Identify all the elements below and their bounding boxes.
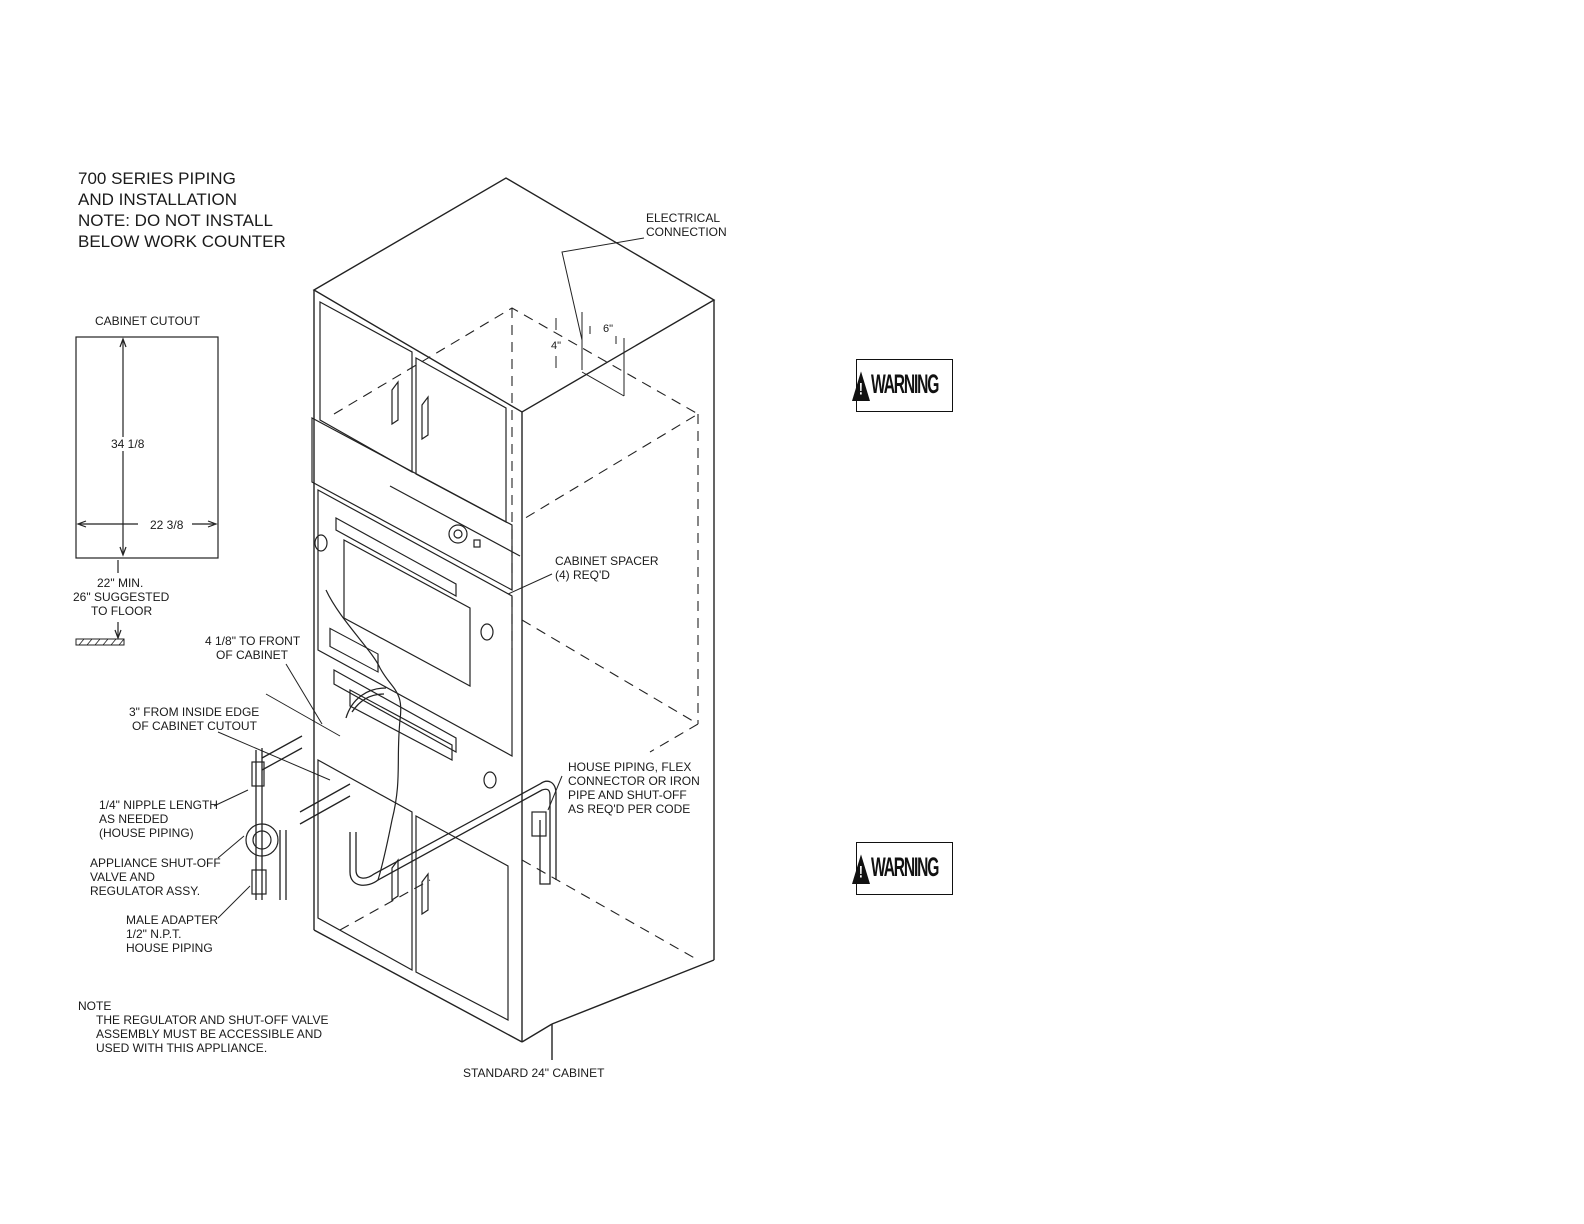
- title-line-2: AND INSTALLATION: [78, 190, 238, 209]
- regulator-body: [245, 823, 279, 857]
- front-dim-label-1: 4 1/8" TO FRONT: [205, 634, 301, 648]
- warning-triangle-icon: !: [851, 370, 870, 401]
- note-line-2: ASSEMBLY MUST BE ACCESSIBLE AND: [96, 1027, 323, 1041]
- adapter-label-1: MALE ADAPTER: [126, 913, 219, 927]
- dimension-6-label: 6": [603, 323, 614, 335]
- cabinet-spacer-label-2: (4) REQ'D: [555, 568, 610, 582]
- oven-front: [317, 488, 513, 758]
- adapter-label-3: HOUSE PIPING: [126, 941, 213, 955]
- title-line-4: BELOW WORK COUNTER: [78, 232, 286, 251]
- warning-text-top: WARNING: [870, 369, 939, 400]
- electrical-label-1: ELECTRICAL: [646, 211, 721, 225]
- house-piping-label-1: HOUSE PIPING, FLEX: [568, 760, 692, 774]
- leader-lines: [213, 237, 645, 919]
- nipple-label-1: 1/4" NIPPLE LENGTH: [99, 798, 218, 812]
- front-dim-label-2: OF CABINET: [216, 648, 289, 662]
- note-line-3: USED WITH THIS APPLIANCE.: [96, 1041, 268, 1055]
- control-panel: [311, 416, 513, 592]
- dimension-4-label: 4": [551, 340, 562, 352]
- cutout-height-label: 34 1/8: [109, 437, 147, 451]
- nipple-label-3: (HOUSE PIPING): [99, 826, 194, 840]
- cutout-rectangle: [75, 336, 219, 559]
- shutoff-label-1: APPLIANCE SHUT-OFF: [90, 856, 221, 870]
- house-piping-label-2: CONNECTOR OR IRON: [568, 774, 700, 788]
- warning-badge-top: ! WARNING: [851, 359, 953, 412]
- shutoff-label-3: REGULATOR ASSY.: [90, 884, 201, 898]
- cabinet-spacer-label-1: CABINET SPACER: [555, 554, 659, 568]
- edge-dim-label-1: 3" FROM INSIDE EDGE: [129, 705, 260, 719]
- note-heading: NOTE: [78, 999, 112, 1013]
- diagram-title: 700 SERIES PIPING AND INSTALLATION NOTE:…: [78, 168, 286, 252]
- adapter-label-2: 1/2" N.P.T.: [126, 927, 182, 941]
- note-line-1: THE REGULATOR AND SHUT-OFF VALVE: [96, 1013, 329, 1027]
- cutout-width-label: 22 3/8: [148, 518, 186, 532]
- cabinet-cutout-label: CABINET CUTOUT: [95, 314, 200, 328]
- lower-right-door: [415, 814, 509, 1021]
- oven-window: [343, 538, 471, 688]
- title-line-3: NOTE: DO NOT INSTALL: [78, 211, 273, 230]
- standard-cabinet-label: STANDARD 24" CABINET: [463, 1066, 605, 1080]
- nipple-label-2: AS NEEDED: [99, 812, 169, 826]
- house-piping-label-3: PIPE AND SHUT-OFF: [568, 788, 687, 802]
- warning-text-bottom: WARNING: [870, 852, 939, 883]
- electrical-label-2: CONNECTION: [646, 225, 727, 239]
- house-piping-label-4: AS REQ'D PER CODE: [568, 802, 691, 816]
- shutoff-label-2: VALVE AND: [90, 870, 155, 884]
- warning-triangle-icon: !: [851, 853, 870, 884]
- floor-dim-line-2: 26" SUGGESTED: [73, 590, 170, 604]
- warning-badge-bottom: ! WARNING: [851, 842, 953, 895]
- cabinet-outline: [312, 177, 716, 1060]
- floor-dim-line-3: TO FLOOR: [91, 604, 153, 618]
- cutaway-edge: [325, 589, 402, 881]
- lower-left-door: [317, 758, 413, 972]
- title-line-1: 700 SERIES PIPING: [78, 169, 236, 188]
- edge-dim-label-2: OF CABINET CUTOUT: [132, 719, 257, 733]
- floor-dim-line-1: 22" MIN.: [97, 576, 144, 590]
